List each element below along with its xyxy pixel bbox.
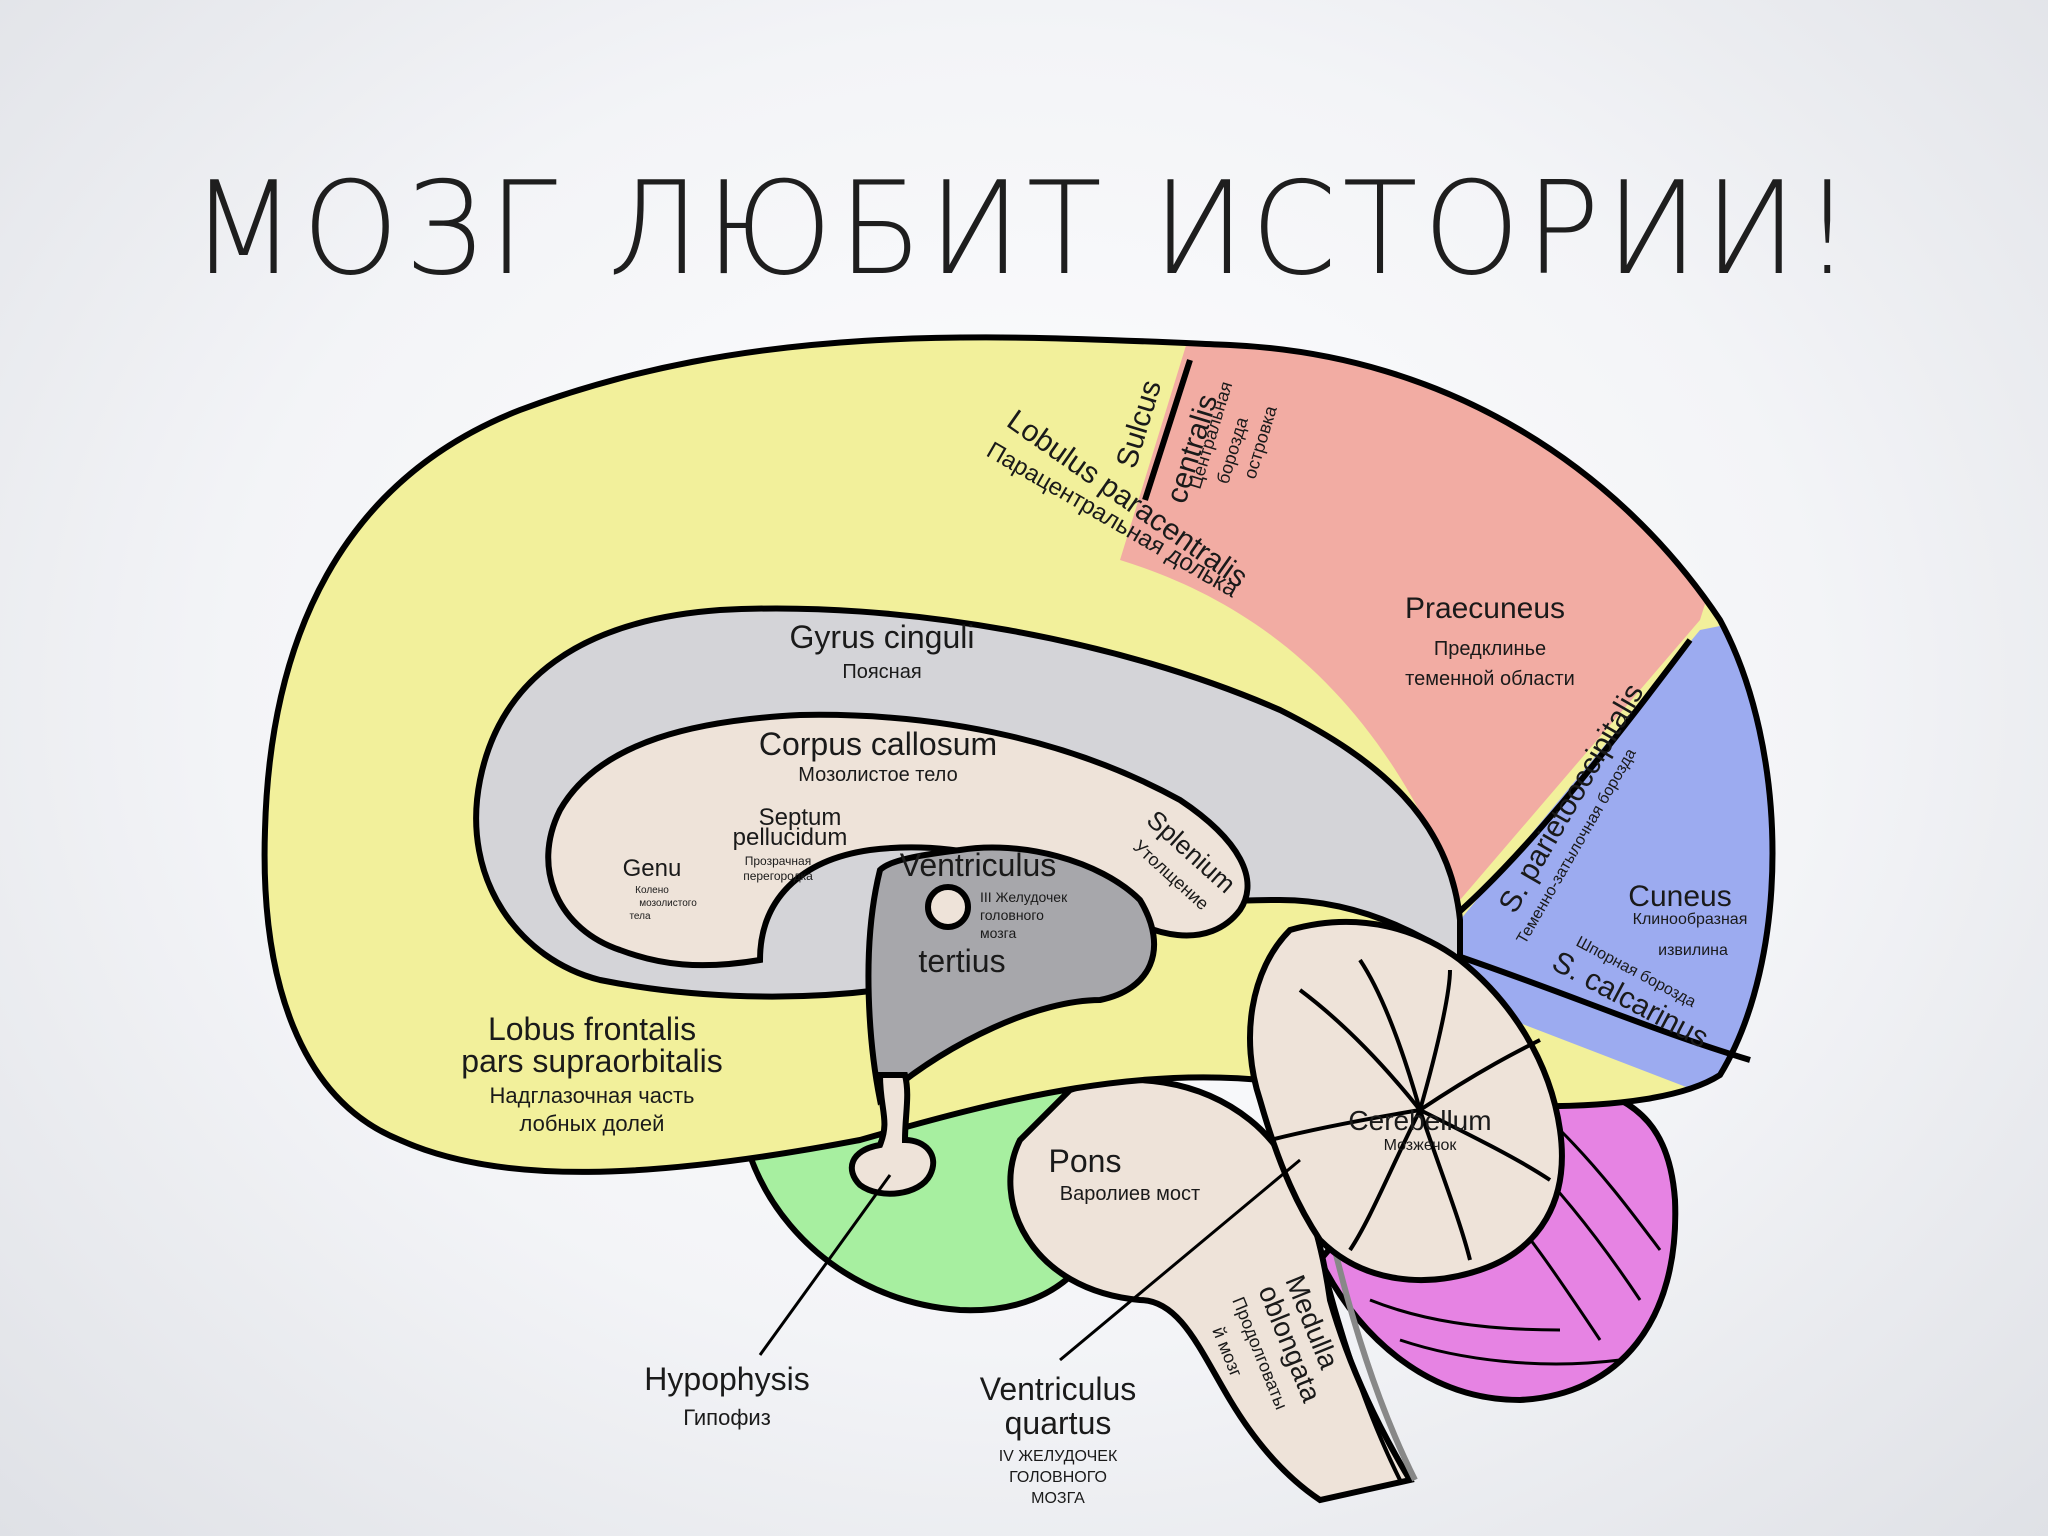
label-ventriculus-ru-3: мозга xyxy=(980,925,1016,941)
label-genu-ru-2: мозолистого xyxy=(639,898,697,909)
label-cuneus-ru-2: извилина xyxy=(1658,942,1728,959)
label-frontal-1: Lobus frontalis xyxy=(488,1011,696,1047)
cerebellum-folia xyxy=(1269,958,1552,1261)
label-pons-ru: Варолиев мост xyxy=(1060,1183,1200,1205)
label-hypophysis-ru: Гипофиз xyxy=(683,1405,771,1430)
hypophysis xyxy=(848,1072,937,1197)
label-septum-2: pellucidum xyxy=(733,824,848,851)
label-cerebellum-ru: Мозжечок xyxy=(1384,1137,1458,1154)
hemisphere-outline xyxy=(261,334,1776,1175)
label-ventriculus-ru-2: головного xyxy=(980,907,1044,923)
label-genu-ru-3: тела xyxy=(629,911,651,922)
label-frontal-2: pars supraorbitalis xyxy=(461,1043,722,1079)
label-quartus-ru-2: ГОЛОВНОГО xyxy=(1009,1469,1107,1486)
label-tertius: tertius xyxy=(918,943,1005,979)
label-gyrus: Gyrus cinguli xyxy=(790,619,975,655)
label-frontal-ru-1: Надглазочная часть xyxy=(489,1083,694,1108)
slide-title: МОЗГ ЛЮБИТ ИСТОРИИ! xyxy=(190,155,1858,304)
label-cuneus-ru-1: Клинообразная xyxy=(1633,911,1748,928)
label-corpus-ru: Мозолистое тело xyxy=(798,764,957,786)
label-quartus-1: Ventriculus xyxy=(980,1371,1137,1407)
label-quartus-2: quartus xyxy=(1005,1405,1112,1441)
label-hypophysis: Hypophysis xyxy=(644,1361,809,1397)
label-septum-ru-1: Прозрачная xyxy=(745,854,811,868)
hypophysis-leader xyxy=(758,1174,892,1356)
calcarine-line xyxy=(1439,947,1751,1063)
label-gyrus-ru: Поясная xyxy=(842,661,921,683)
label-ventriculus-ru-1: III Желудочек xyxy=(980,889,1068,905)
central-sulcus-line xyxy=(1142,359,1193,501)
label-praecuneus: Praecuneus xyxy=(1405,592,1565,625)
label-ventriculus: Ventriculus xyxy=(900,847,1057,883)
label-quartus-ru-3: МОЗГА xyxy=(1031,1490,1085,1507)
label-praecuneus-ru-2: теменной области xyxy=(1405,668,1575,690)
parieto-occipital-line xyxy=(1448,638,1693,923)
label-corpus: Corpus callosum xyxy=(759,726,997,762)
quartus-leader xyxy=(1059,1158,1301,1362)
pons-medulla xyxy=(1007,1077,1415,1504)
label-genu: Genu xyxy=(623,855,682,882)
corpus-callosum xyxy=(545,711,1251,969)
label-quartus-ru-1: IV ЖЕЛУДОЧЕК xyxy=(999,1448,1118,1465)
label-septum-ru-2: перегородка xyxy=(743,869,813,883)
label-cerebellum: Cerebellum xyxy=(1348,1105,1491,1136)
label-praecuneus-ru-1: Предклинье xyxy=(1434,638,1546,660)
label-pons: Pons xyxy=(1049,1143,1122,1179)
label-genu-ru-1: Колено xyxy=(635,885,669,896)
label-frontal-ru-2: лобных долей xyxy=(520,1111,665,1136)
label-septum-1: Septum xyxy=(759,804,842,831)
interthalamic-adhesion xyxy=(925,884,971,930)
label-cuneus: Cuneus xyxy=(1628,880,1731,913)
